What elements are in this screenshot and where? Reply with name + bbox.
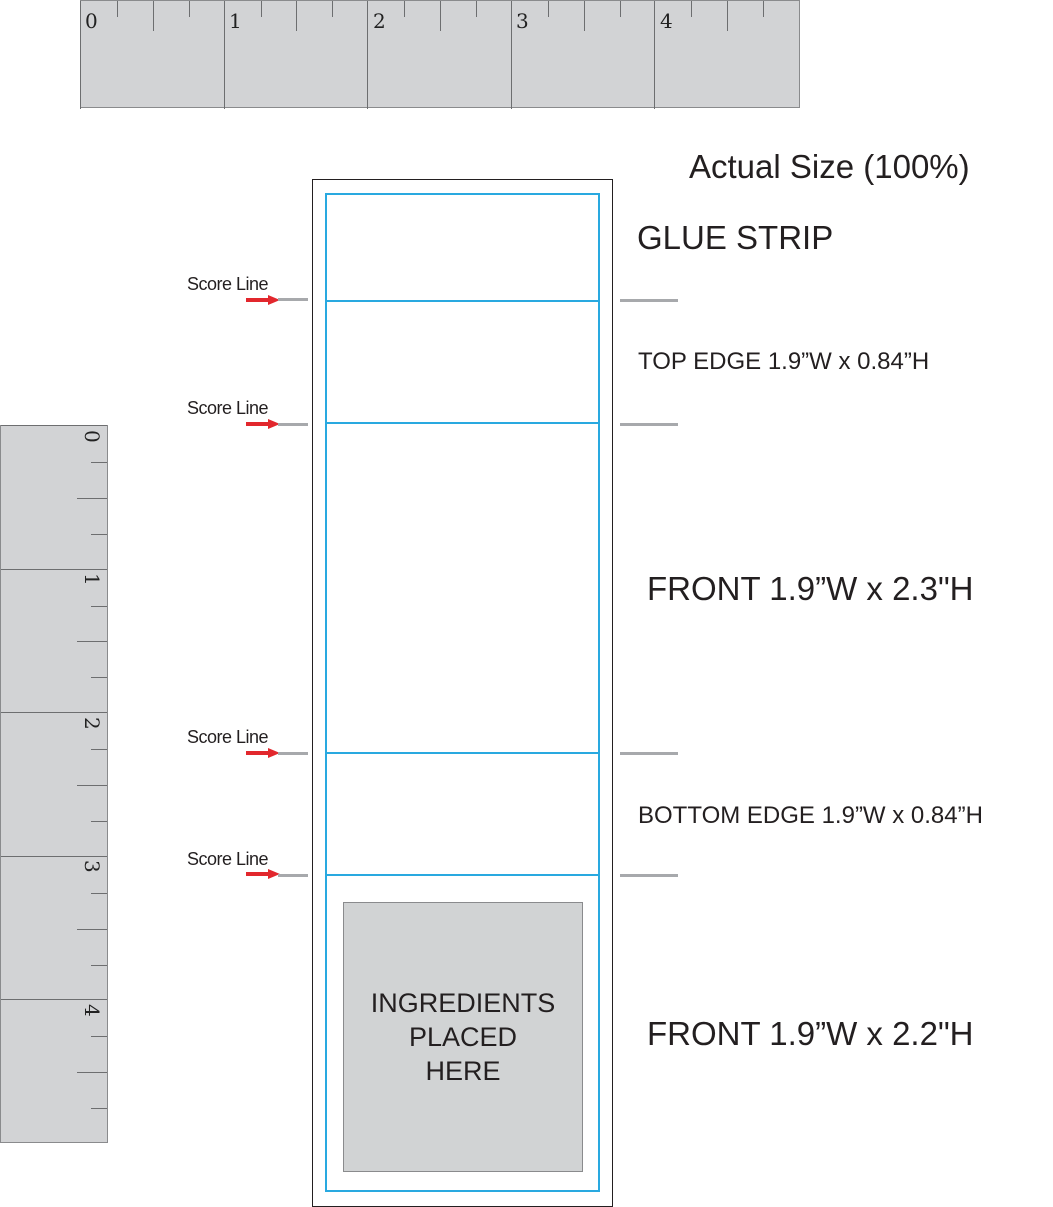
ruler-quarter-mark bbox=[91, 605, 107, 607]
ruler-quarter-mark bbox=[77, 1072, 107, 1074]
ruler-quarter-mark bbox=[91, 461, 107, 463]
score-line-mark-left bbox=[278, 423, 308, 426]
red-arrow-icon bbox=[246, 748, 280, 758]
score-line-mark-left bbox=[278, 752, 308, 755]
ruler-quarter-mark bbox=[260, 1, 262, 17]
ruler-left-number-2: 2 bbox=[80, 717, 104, 730]
ruler-inch-mark bbox=[1, 568, 107, 570]
ruler-horizontal: 0 1 2 3 4 bbox=[80, 0, 800, 109]
score-line-mark-left bbox=[278, 298, 308, 301]
ruler-inch-mark bbox=[1, 425, 107, 426]
panel-divider-2 bbox=[325, 422, 600, 424]
panel-label-top-edge: TOP EDGE 1.9”W x 0.84”H bbox=[638, 348, 930, 375]
ruler-quarter-mark bbox=[475, 1, 477, 17]
ruler-quarter-mark bbox=[691, 1, 693, 17]
ruler-quarter-mark bbox=[91, 533, 107, 535]
score-line-label: Score Line bbox=[187, 274, 269, 294]
ruler-quarter-mark bbox=[332, 1, 334, 17]
ingredients-text: INGREDIENTS PLACED HERE bbox=[370, 988, 556, 1086]
template-inner-border bbox=[325, 193, 600, 1192]
ruler-left-number-3: 3 bbox=[80, 860, 104, 873]
ruler-quarter-mark bbox=[440, 1, 441, 31]
ingredients-box: INGREDIENTS PLACED HERE bbox=[343, 902, 583, 1172]
ruler-quarter-mark bbox=[91, 892, 107, 894]
score-line-label: Score Line bbox=[187, 398, 269, 418]
ruler-quarter-mark bbox=[116, 1, 118, 17]
ruler-inch-mark bbox=[1, 855, 107, 857]
ruler-quarter-mark bbox=[91, 820, 107, 822]
panel-divider-3 bbox=[325, 752, 600, 754]
score-line-label: Score Line bbox=[187, 727, 269, 747]
ruler-quarter-mark bbox=[404, 1, 406, 17]
ruler-inch-mark bbox=[654, 1, 656, 109]
ruler-inch-mark bbox=[80, 1, 81, 109]
ruler-quarter-mark bbox=[77, 641, 107, 643]
ruler-top-number-0: 0 bbox=[85, 9, 98, 33]
score-line-mark-right bbox=[620, 299, 678, 302]
ruler-quarter-mark bbox=[91, 964, 107, 966]
panel-divider-4 bbox=[325, 874, 600, 876]
panel-label-glue-strip: GLUE STRIP bbox=[637, 219, 834, 256]
ruler-quarter-mark bbox=[152, 1, 154, 31]
ruler-quarter-mark bbox=[296, 1, 298, 31]
ruler-top-number-1: 1 bbox=[229, 9, 242, 33]
ruler-quarter-mark bbox=[547, 1, 549, 17]
ruler-inch-mark bbox=[1, 712, 107, 714]
ruler-quarter-mark bbox=[763, 1, 765, 17]
red-arrow-icon bbox=[246, 295, 280, 305]
ruler-quarter-mark bbox=[727, 1, 729, 31]
panel-divider-1 bbox=[325, 300, 600, 302]
score-line-label: Score Line bbox=[187, 849, 269, 869]
ruler-quarter-mark bbox=[91, 1108, 107, 1110]
ruler-quarter-mark bbox=[91, 749, 107, 751]
page-title: Actual Size (100%) bbox=[689, 148, 970, 185]
ruler-quarter-mark bbox=[77, 785, 107, 786]
ruler-vertical: 0 1 2 3 4 bbox=[0, 425, 108, 1143]
ruler-top-number-2: 2 bbox=[373, 9, 386, 33]
panel-label-front-1: FRONT 1.9”W x 2.3"H bbox=[647, 570, 974, 607]
ruler-quarter-mark bbox=[619, 1, 621, 17]
ruler-quarter-mark bbox=[91, 677, 107, 679]
panel-label-bottom-edge: BOTTOM EDGE 1.9”W x 0.84”H bbox=[638, 802, 983, 829]
score-line-mark-left bbox=[278, 874, 308, 877]
red-arrow-icon bbox=[246, 869, 280, 879]
ruler-inch-mark bbox=[223, 1, 225, 109]
ruler-top-number-4: 4 bbox=[660, 9, 673, 33]
score-line-mark-right bbox=[620, 423, 678, 426]
ruler-quarter-mark bbox=[77, 497, 107, 499]
red-arrow-icon bbox=[246, 419, 280, 429]
ruler-top-number-3: 3 bbox=[516, 9, 529, 33]
ruler-quarter-mark bbox=[91, 1036, 107, 1038]
score-line-mark-right bbox=[620, 752, 678, 755]
panel-label-front-2: FRONT 1.9”W x 2.2"H bbox=[647, 1015, 974, 1052]
ruler-inch-mark bbox=[1, 999, 107, 1001]
ruler-inch-mark bbox=[510, 1, 512, 109]
ruler-inch-mark bbox=[367, 1, 369, 109]
ruler-quarter-mark bbox=[188, 1, 190, 17]
score-line-mark-right bbox=[620, 874, 678, 877]
ruler-quarter-mark bbox=[583, 1, 585, 31]
ruler-left-number-0: 0 bbox=[80, 430, 104, 443]
ruler-left-number-4: 4 bbox=[80, 1004, 104, 1017]
ruler-quarter-mark bbox=[77, 928, 107, 930]
ruler-left-number-1: 1 bbox=[80, 573, 104, 586]
